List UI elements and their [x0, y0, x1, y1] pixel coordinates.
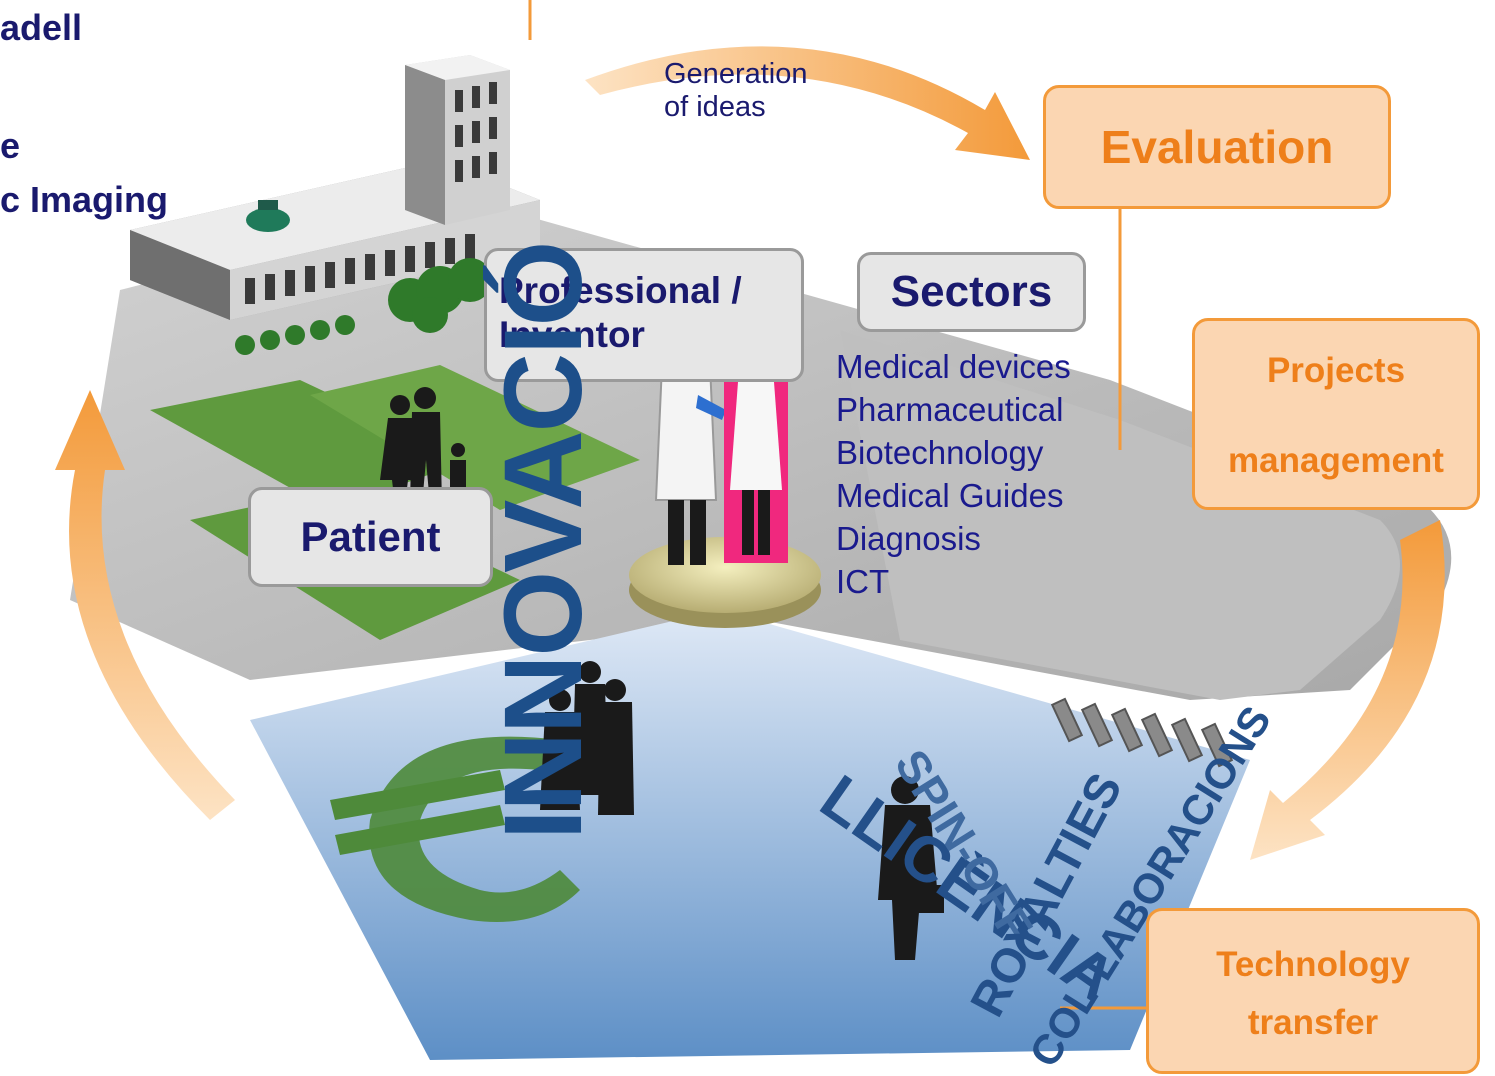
- euro-symbol-icon: [330, 736, 580, 922]
- title-fragment-3: c Imaging: [0, 179, 169, 220]
- sector-item: Pharmaceutical: [836, 391, 1064, 428]
- projects-line-2: management: [1228, 441, 1444, 480]
- professional-line-2: Inventor: [499, 314, 645, 355]
- businesspeople-group-icon: [540, 661, 634, 815]
- title-fragment-2: e: [0, 125, 21, 166]
- technology-line-2: transfer: [1247, 1003, 1379, 1042]
- innovation-ground: [250, 610, 1250, 1060]
- hospital-building-icon: [130, 55, 540, 320]
- innovacio-word: INNOVACIÓ: [482, 242, 605, 840]
- patient-label: Patient: [300, 513, 441, 560]
- evaluation-box: Evaluation: [1043, 85, 1391, 209]
- sector-item: Medical Guides: [836, 477, 1064, 514]
- projects-management-box: Projects management: [1192, 318, 1480, 510]
- generation-line-2: of ideas: [664, 91, 766, 123]
- professional-inventor-box: Professional / Inventor: [484, 248, 804, 382]
- family-silhouette-icon: [380, 387, 466, 505]
- sector-item: Medical devices: [836, 348, 1071, 385]
- patient-box: Patient: [248, 487, 493, 587]
- cycle-arrow-icon: [55, 46, 1445, 860]
- generation-line-1: Generation: [664, 58, 808, 90]
- sectors-box: Sectors: [857, 252, 1086, 332]
- title-fragment-1: adell: [0, 7, 83, 48]
- professional-line-1: Professional /: [499, 270, 742, 311]
- sector-item: Diagnosis: [836, 520, 981, 557]
- technology-line-1: Technology: [1216, 945, 1410, 984]
- technology-transfer-box: Technology transfer: [1146, 908, 1480, 1074]
- cable-bundle-icon: [1050, 697, 1234, 768]
- businessman-briefcase-icon: [878, 776, 944, 960]
- sectors-title: Sectors: [890, 267, 1053, 316]
- projects-line-1: Projects: [1266, 351, 1406, 390]
- sector-item: ICT: [836, 563, 890, 600]
- sector-item: Biotechnology: [836, 434, 1044, 471]
- evaluation-label: Evaluation: [1100, 121, 1334, 173]
- generation-of-ideas-label: Generation of ideas: [664, 58, 808, 124]
